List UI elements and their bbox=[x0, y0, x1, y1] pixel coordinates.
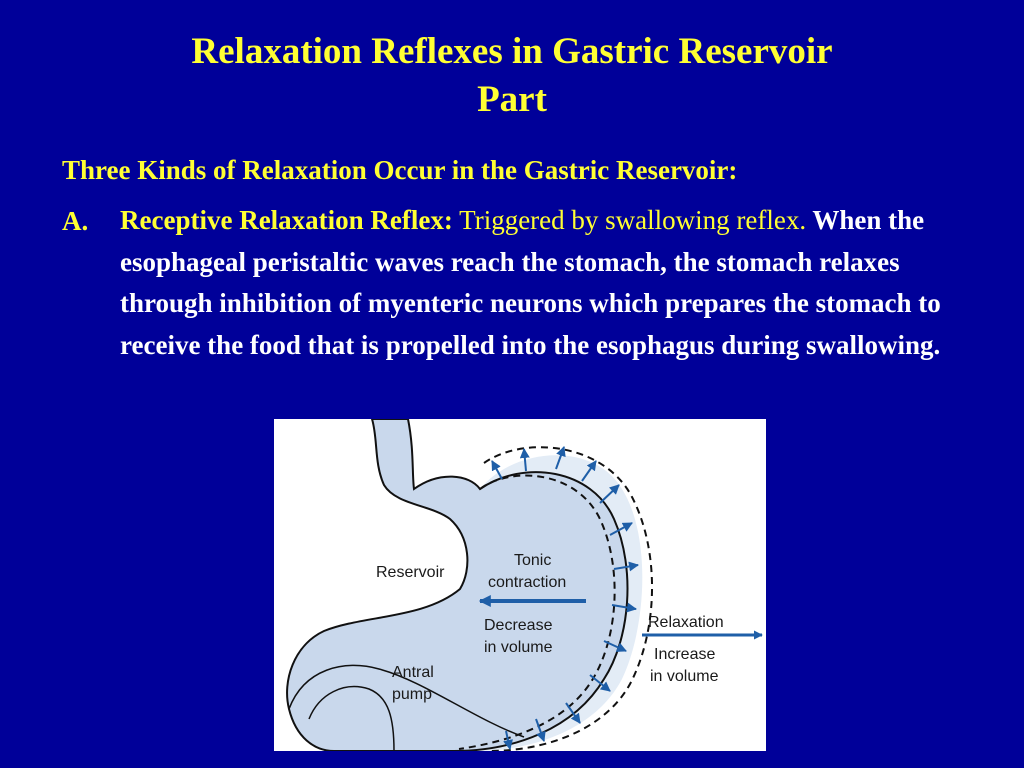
relaxed-contour-dashed bbox=[483, 446, 654, 751]
item-body: When the esophageal peristaltic waves re… bbox=[120, 205, 941, 360]
label-antral-1: Antral bbox=[392, 664, 434, 681]
slide-title-line2: Part bbox=[477, 79, 547, 120]
item-trigger: Triggered by swallowing reflex. bbox=[452, 205, 807, 235]
stomach-diagram: Reservoir Tonic contraction Decrease in … bbox=[274, 419, 766, 751]
label-antral-2: pump bbox=[392, 686, 432, 703]
antrum-inner-line bbox=[288, 664, 525, 738]
stomach-diagram-svg: Reservoir Tonic contraction Decrease in … bbox=[286, 419, 763, 751]
label-reservoir: Reservoir bbox=[376, 564, 445, 581]
label-tonic-1: Tonic bbox=[514, 552, 551, 569]
label-decrease-1: Decrease bbox=[484, 617, 553, 634]
list-item-text: Receptive Relaxation Reflex: Triggered b… bbox=[120, 200, 980, 366]
label-tonic-2: contraction bbox=[488, 574, 566, 591]
contracted-contour-dashed bbox=[458, 474, 616, 750]
label-increase-2: in volume bbox=[650, 668, 719, 685]
section-subheading: Three Kinds of Relaxation Occur in the G… bbox=[62, 155, 738, 185]
list-item-marker: A. bbox=[62, 206, 89, 236]
label-relaxation: Relaxation bbox=[648, 614, 724, 631]
slide-title: Relaxation Reflexes in Gastric Reservoir… bbox=[0, 28, 1024, 124]
label-decrease-2: in volume bbox=[484, 639, 553, 656]
item-lead: Receptive Relaxation Reflex: bbox=[120, 205, 453, 235]
slide-title-line1: Relaxation Reflexes in Gastric Reservoir bbox=[191, 31, 833, 72]
label-increase-1: Increase bbox=[654, 646, 715, 663]
relaxation-arrows bbox=[491, 446, 639, 750]
pylorus-curve bbox=[308, 685, 395, 751]
